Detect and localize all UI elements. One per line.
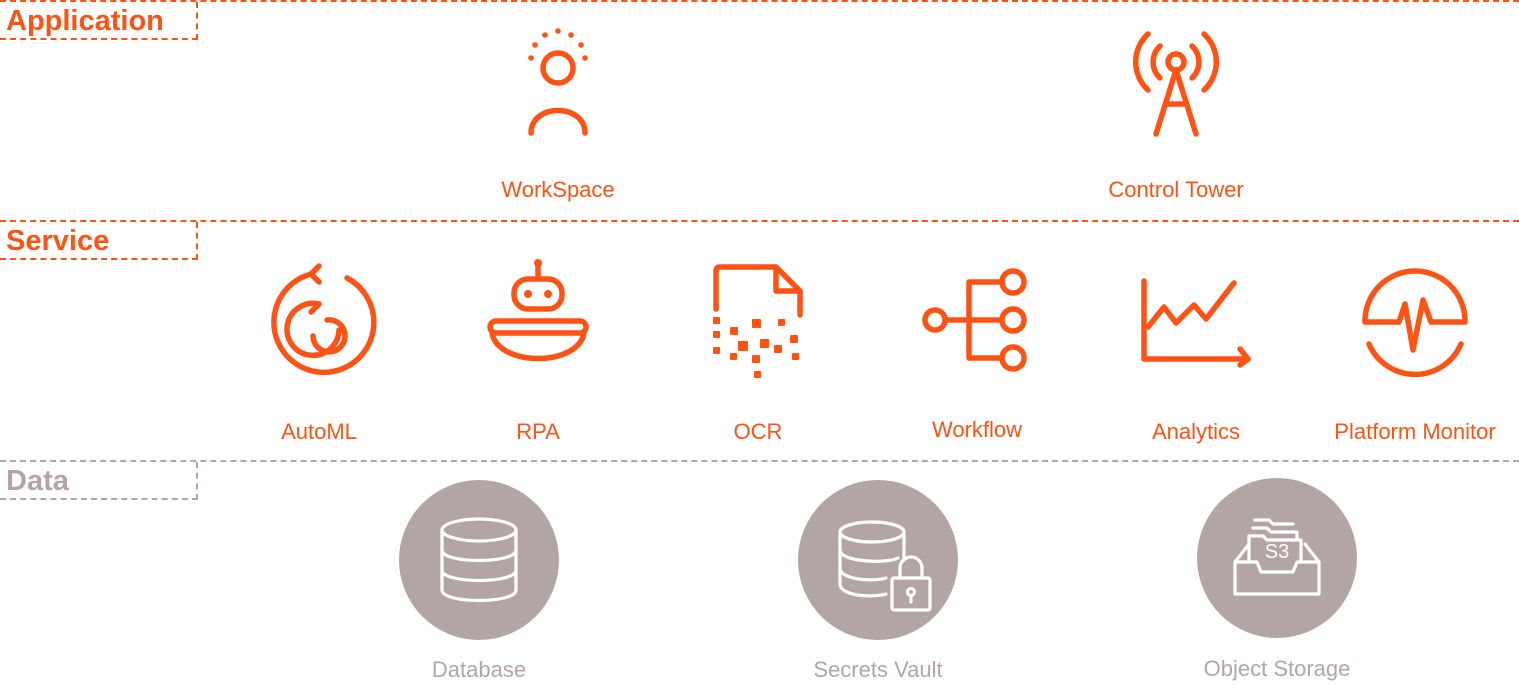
scanned-document-icon [713, 264, 803, 378]
heartbeat-monitor-icon [1362, 268, 1468, 378]
workflow-tree-icon [922, 268, 1027, 372]
s3-bucket-icon: S3 [1197, 478, 1357, 638]
rpa-label: RPA [516, 419, 560, 444]
application-layer-tag: Application [0, 2, 198, 40]
analytics-node[interactable]: Analytics [1096, 255, 1296, 445]
service-layer-title: Service [6, 225, 110, 257]
object-storage-node[interactable]: S3 Object Storage [1177, 476, 1377, 685]
analytics-label: Analytics [1151, 419, 1241, 444]
svg-text:S3: S3 [1265, 541, 1289, 563]
database-node[interactable]: Database [379, 476, 579, 685]
workspace-label: WorkSpace [501, 177, 615, 202]
control-tower-node[interactable]: Control Tower [1076, 20, 1276, 210]
secrets-vault-node[interactable]: Secrets Vault [778, 476, 978, 685]
cycle-icon [271, 263, 377, 376]
application-layer-title: Application [6, 5, 164, 37]
antenna-tower-icon [1133, 31, 1219, 137]
database-label: Database [431, 657, 527, 682]
data-layer-title: Data [6, 465, 69, 497]
application-layer-divider [0, 0, 1519, 2]
automl-label: AutoML [281, 419, 357, 444]
data-layer-tag: Data [0, 462, 198, 500]
line-chart-icon [1141, 278, 1251, 368]
workspace-node[interactable]: WorkSpace [458, 20, 658, 210]
data-layer-divider [0, 460, 1519, 462]
service-layer-divider [0, 220, 1519, 222]
ocr-node[interactable]: OCR [658, 255, 858, 445]
control-tower-label: Control Tower [1108, 177, 1244, 202]
database-icon [399, 480, 559, 640]
person-icon [528, 28, 588, 136]
robot-icon [487, 259, 589, 362]
database-lock-icon [798, 480, 958, 640]
object-storage-label: Object Storage [1203, 656, 1351, 681]
workflow-node[interactable]: Workflow [877, 255, 1077, 445]
secrets-vault-label: Secrets Vault [813, 657, 943, 682]
workflow-label: Workflow [931, 417, 1023, 442]
ocr-label: OCR [733, 419, 783, 444]
platform-monitor-node[interactable]: Platform Monitor [1315, 255, 1515, 445]
service-layer-tag: Service [0, 222, 198, 260]
rpa-node[interactable]: RPA [438, 255, 638, 445]
platform-monitor-label: Platform Monitor [1334, 419, 1496, 444]
automl-node[interactable]: AutoML [219, 255, 419, 445]
